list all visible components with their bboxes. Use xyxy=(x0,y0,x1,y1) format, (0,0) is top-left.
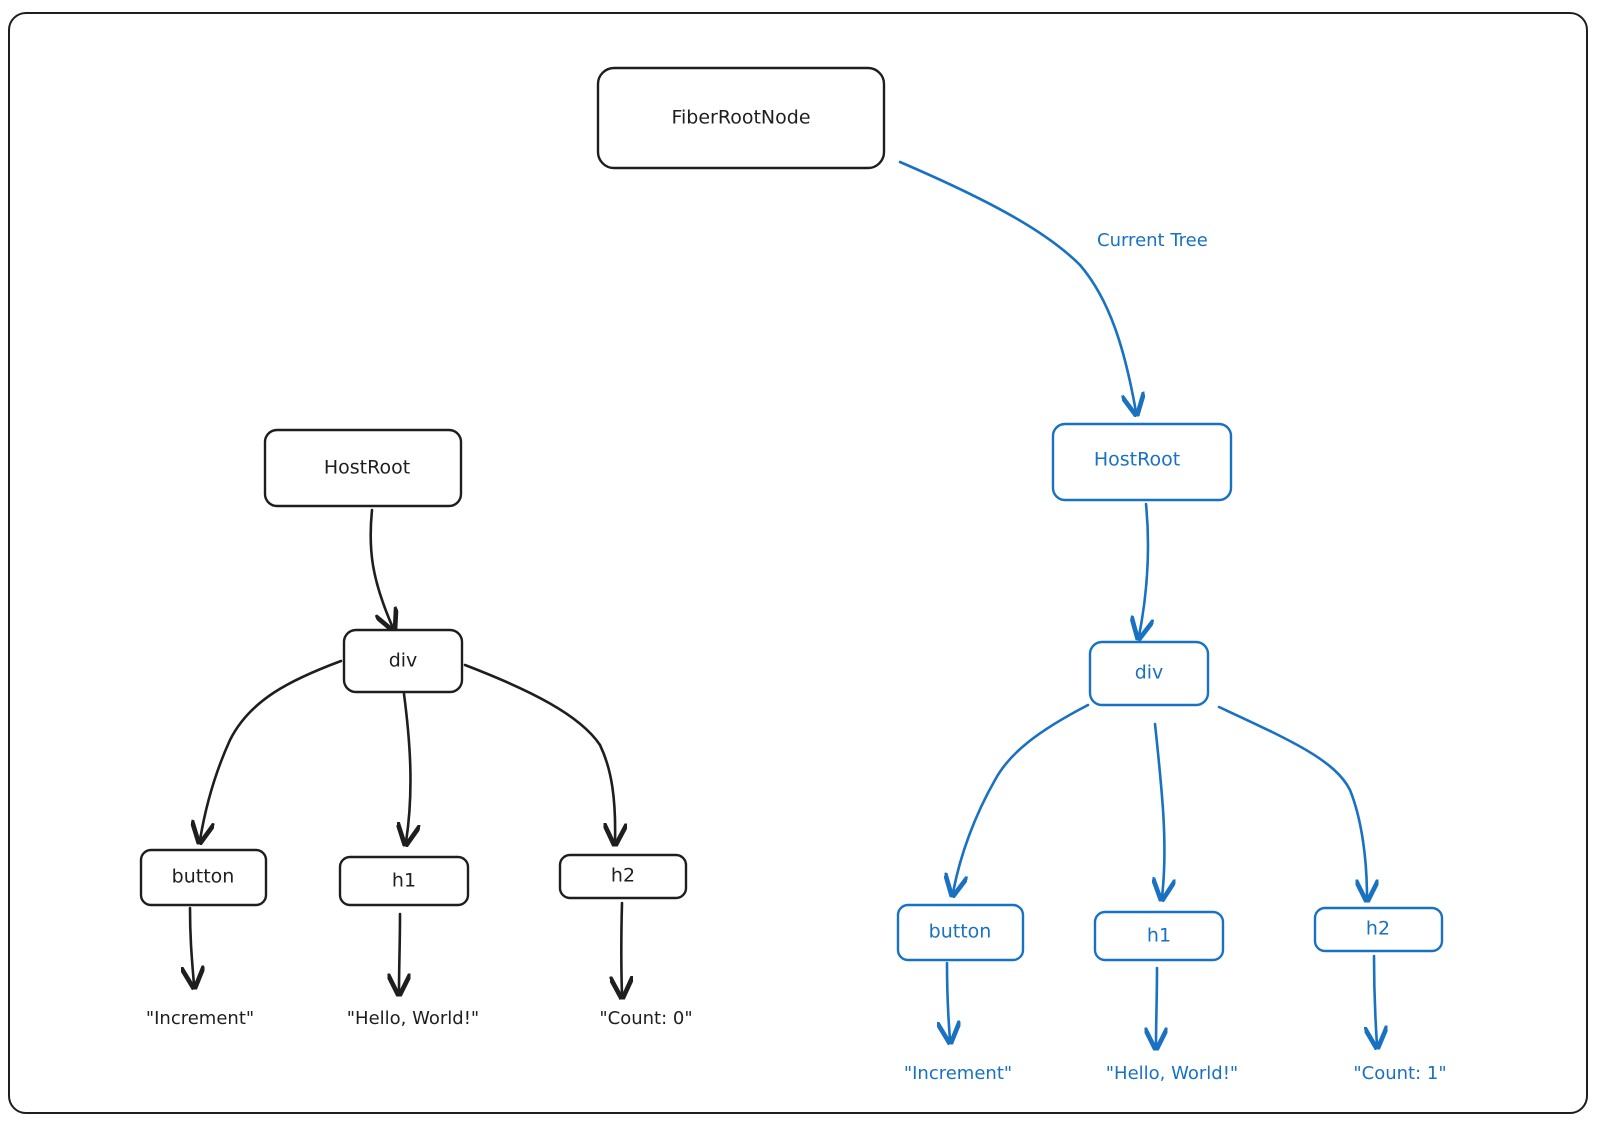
left-div-to-h2-edge xyxy=(463,663,615,842)
right-div-node[interactable]: div xyxy=(1088,640,1210,707)
left-button-text: "Increment" xyxy=(146,1008,254,1029)
left-div-label: div xyxy=(389,650,418,672)
right-button-to-text-edge xyxy=(947,961,950,1040)
current-tree-label: Current Tree xyxy=(1097,230,1208,251)
right-h1-node[interactable]: h1 xyxy=(1093,910,1225,962)
left-host-root-node[interactable]: HostRoot xyxy=(263,428,463,508)
right-host-root-label: HostRoot xyxy=(1094,449,1180,471)
right-button-text: "Increment" xyxy=(904,1063,1012,1084)
right-h2-node[interactable]: h2 xyxy=(1313,906,1444,953)
left-button-node[interactable]: button xyxy=(139,848,268,907)
fiber-root-node-label: FiberRootNode xyxy=(671,107,810,129)
right-h1-text: "Hello, World!" xyxy=(1106,1063,1238,1084)
left-h1-node[interactable]: h1 xyxy=(338,855,470,907)
left-div-to-h1-edge xyxy=(404,692,410,842)
right-button-node[interactable]: button xyxy=(896,903,1025,962)
right-h2-to-text-edge xyxy=(1374,954,1377,1045)
left-button-to-text-edge xyxy=(190,906,194,985)
right-button-label: button xyxy=(929,921,992,943)
left-h1-label: h1 xyxy=(392,870,416,892)
right-div-to-h2-edge xyxy=(1217,705,1367,898)
right-h1-label: h1 xyxy=(1147,925,1171,947)
right-div-label: div xyxy=(1135,662,1164,684)
left-h1-text: "Hello, World!" xyxy=(347,1008,479,1029)
left-h2-to-text-edge xyxy=(621,901,622,995)
left-div-node[interactable]: div xyxy=(342,628,464,694)
right-div-to-button-edge xyxy=(953,703,1090,893)
current-tree-edge xyxy=(898,160,1136,412)
left-button-label: button xyxy=(172,866,235,888)
right-host-root-node[interactable]: HostRoot xyxy=(1051,422,1233,502)
left-div-to-button-edge xyxy=(200,659,343,840)
right-h1-to-text-edge xyxy=(1156,966,1157,1046)
fiber-root-node[interactable]: FiberRootNode xyxy=(596,66,886,170)
right-div-to-h1-edge xyxy=(1155,722,1164,897)
right-host-root-to-div-edge xyxy=(1139,502,1148,636)
left-host-root-to-div-edge xyxy=(369,508,393,628)
left-h1-to-text-edge xyxy=(399,912,400,992)
left-host-root-label: HostRoot xyxy=(324,457,410,479)
left-h2-label: h2 xyxy=(611,865,635,887)
right-h2-label: h2 xyxy=(1366,918,1390,940)
left-h2-text: "Count: 0" xyxy=(599,1008,692,1029)
right-h2-text: "Count: 1" xyxy=(1353,1063,1446,1084)
left-h2-node[interactable]: h2 xyxy=(558,853,688,900)
